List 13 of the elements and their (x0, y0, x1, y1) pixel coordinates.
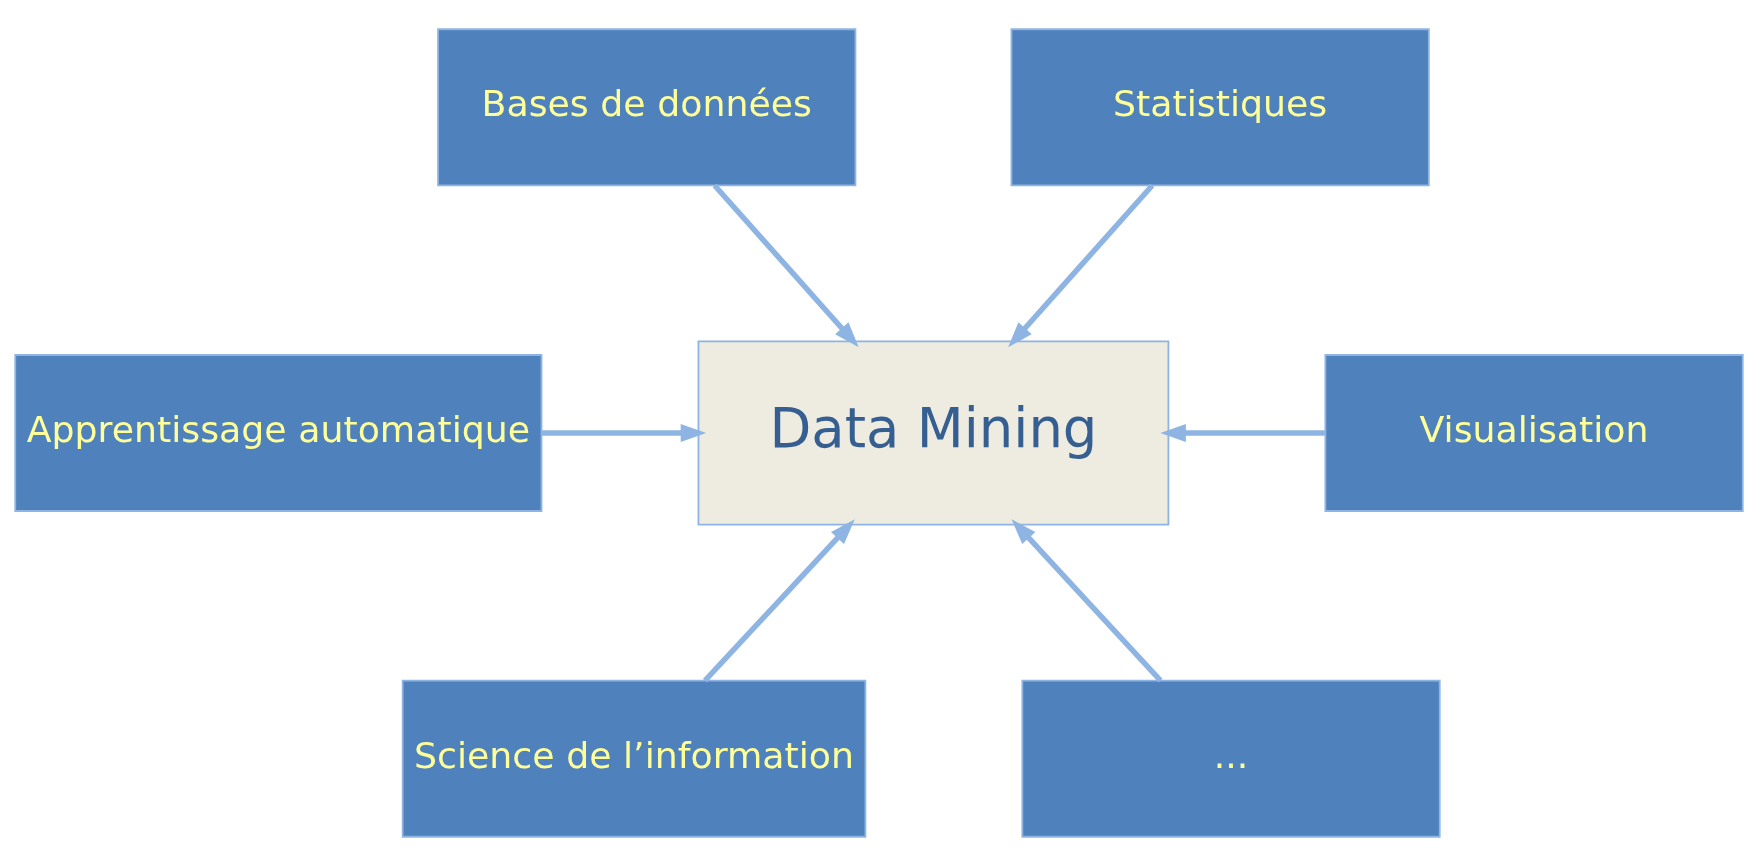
node-box: Statistiques (1010, 27, 1430, 186)
node-box: Apprentissage automatique (14, 353, 543, 512)
node-box: ... (1021, 679, 1441, 838)
arrow (1008, 183, 1155, 347)
node-box: Data Mining (697, 339, 1170, 526)
node-box: Science de l’information (401, 679, 867, 838)
arrow (1011, 518, 1163, 682)
arrow (1160, 423, 1325, 442)
arrow (712, 183, 859, 347)
arrow (541, 423, 707, 442)
node-box: Visualisation (1324, 353, 1744, 512)
arrow (702, 518, 855, 682)
node-box: Bases de données (437, 27, 857, 186)
